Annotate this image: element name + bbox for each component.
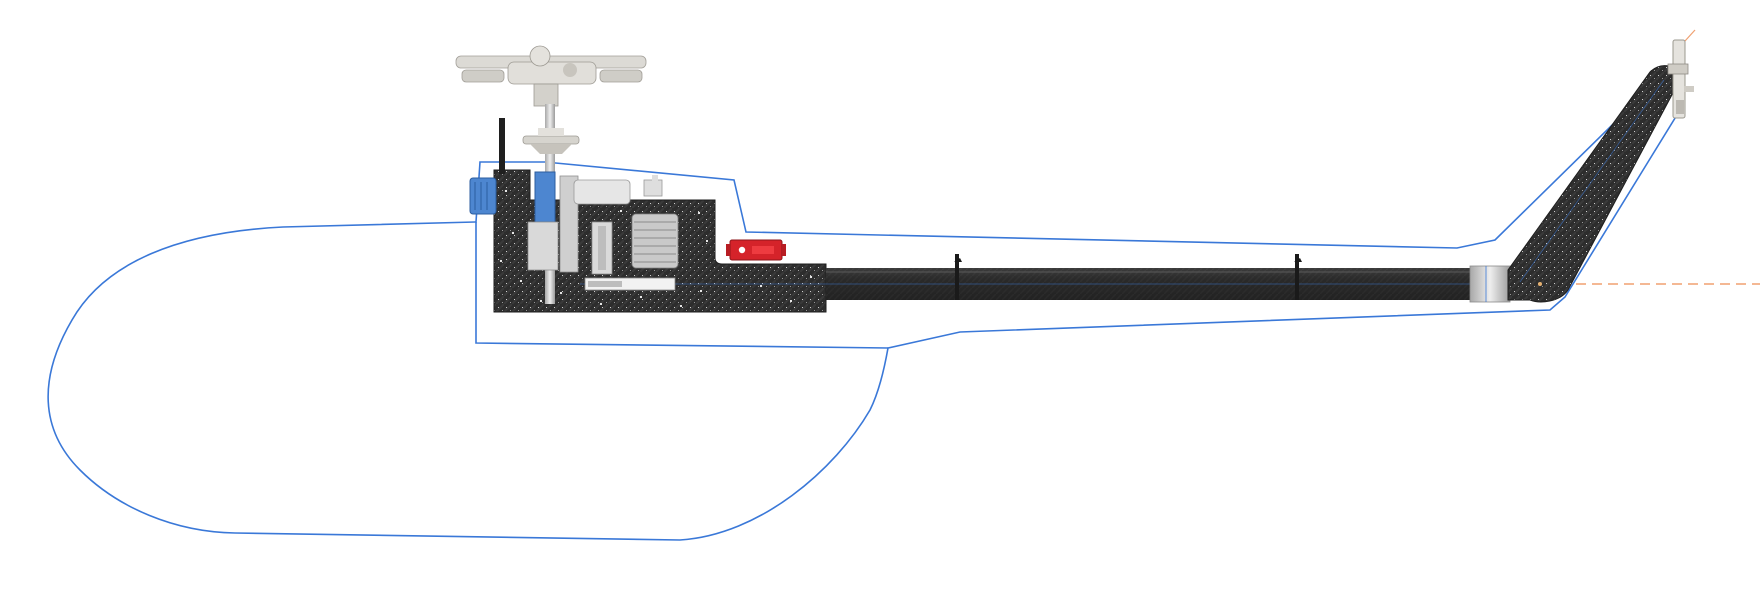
boom-clamp-rear — [1295, 254, 1299, 300]
canopy-step-line — [475, 222, 889, 349]
main-motor-icon — [631, 213, 679, 269]
fuselage-outline — [47, 78, 1683, 541]
gear-housing — [573, 179, 631, 205]
antenna-icon — [499, 118, 505, 174]
servo-icon — [726, 239, 786, 261]
motor-icon — [469, 177, 497, 215]
bearing-block — [534, 171, 556, 223]
tail-fin — [1507, 65, 1683, 303]
tail-rotor-icon — [1667, 39, 1694, 119]
boom-collar — [1469, 265, 1511, 303]
boom-clamp-front — [955, 254, 959, 300]
servo-block-left — [527, 221, 559, 271]
